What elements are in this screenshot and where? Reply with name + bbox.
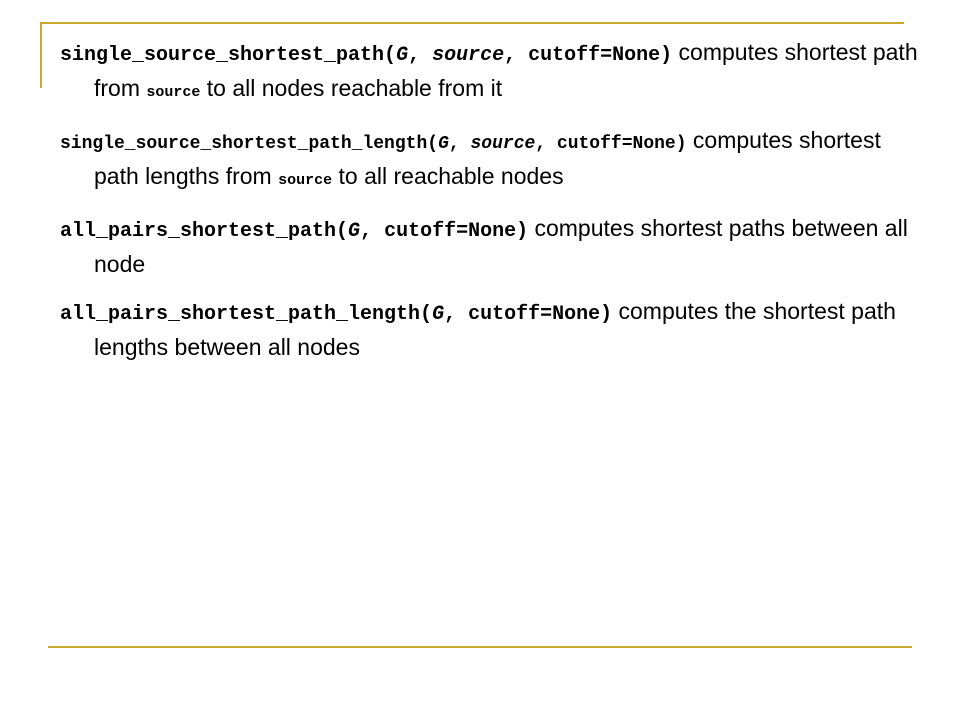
- param-cutoff: , cutoff=None): [360, 220, 529, 243]
- function-signature: all_pairs_shortest_path_length(G, cutoff…: [60, 303, 612, 326]
- entry-all-pairs-shortest-path-length: all_pairs_shortest_path_length(G, cutoff…: [60, 295, 920, 363]
- function-signature: all_pairs_shortest_path(G, cutoff=None): [60, 220, 528, 243]
- entry-single-source-shortest-path: single_source_shortest_path(G, source, c…: [60, 36, 920, 109]
- param-g: G: [432, 303, 445, 326]
- param-cutoff: , cutoff=None): [535, 134, 687, 154]
- entry-all-pairs-shortest-path: all_pairs_shortest_path(G, cutoff=None) …: [60, 212, 920, 280]
- description-part: computes shortest path from: [94, 39, 918, 101]
- description: computes the shortest path lengths betwe…: [94, 298, 896, 360]
- description-part: computes shortest path lengths from: [94, 127, 881, 189]
- inline-code-source: source: [146, 84, 201, 101]
- param-g: G: [438, 134, 449, 154]
- slide-body: single_source_shortest_path(G, source, c…: [60, 36, 920, 378]
- bottom-rule: [48, 646, 912, 648]
- param-source: source: [432, 44, 505, 67]
- param-separator: ,: [448, 134, 471, 154]
- top-left-rule-stub: [40, 22, 42, 88]
- function-name: all_pairs_shortest_path_length(: [60, 303, 433, 326]
- param-g: G: [348, 220, 361, 243]
- description: computes shortest paths between all node: [94, 215, 908, 277]
- function-signature: single_source_shortest_path(G, source, c…: [60, 44, 672, 67]
- param-g: G: [396, 44, 409, 67]
- param-source: source: [470, 134, 536, 154]
- function-name: single_source_shortest_path(: [60, 44, 397, 67]
- param-cutoff: , cutoff=None): [444, 303, 613, 326]
- description-part: to all reachable nodes: [332, 163, 564, 189]
- function-signature: single_source_shortest_path_length(G, so…: [60, 134, 687, 154]
- function-name: all_pairs_shortest_path(: [60, 220, 349, 243]
- function-name: single_source_shortest_path_length(: [60, 134, 439, 154]
- param-separator: ,: [408, 44, 433, 67]
- inline-code-source: source: [278, 172, 333, 189]
- entry-single-source-shortest-path-length: single_source_shortest_path_length(G, so…: [60, 124, 920, 197]
- description-part: to all nodes reachable from it: [200, 75, 503, 101]
- top-rule: [40, 22, 904, 24]
- param-cutoff: , cutoff=None): [504, 44, 673, 67]
